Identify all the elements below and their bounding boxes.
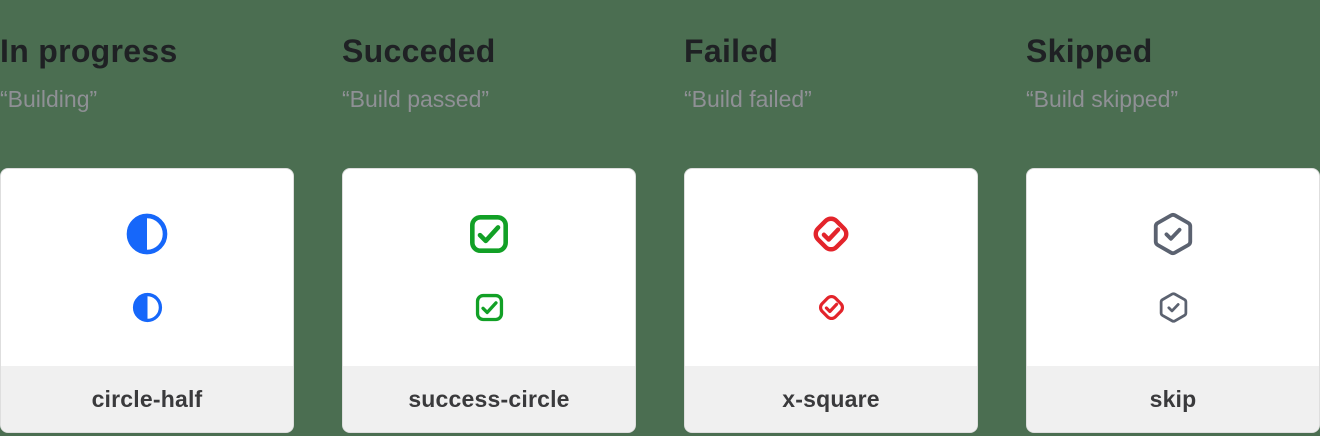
status-title: In progress — [0, 33, 178, 69]
circle-half-icon — [124, 211, 170, 257]
check-diamond-icon — [815, 291, 848, 324]
status-column-succeded: Succeded “Build passed” — [342, 0, 636, 436]
icon-name-bar: circle-half — [1, 366, 293, 432]
status-column-failed: Failed “Build failed” x — [684, 0, 978, 436]
status-quote: “Build failed” — [684, 86, 812, 113]
check-square-icon — [473, 291, 506, 324]
icon-name-label: skip — [1149, 385, 1197, 412]
icon-card: circle-half — [0, 168, 294, 433]
icon-name-bar: skip — [1027, 366, 1319, 432]
icon-card: skip — [1026, 168, 1320, 433]
icon-name-bar: success-circle — [343, 366, 635, 432]
status-quote: “Build skipped” — [1026, 86, 1179, 113]
circle-half-icon — [131, 291, 164, 324]
icon-preview — [1, 169, 293, 366]
check-diamond-icon — [808, 211, 854, 257]
icon-preview — [1027, 169, 1319, 366]
column-header: Succeded “Build passed” — [342, 0, 636, 168]
check-hexagon-icon — [1157, 291, 1190, 324]
icon-name-label: success-circle — [408, 385, 570, 412]
icon-card: x-square — [684, 168, 978, 433]
status-column-skipped: Skipped “Build skipped” — [1026, 0, 1320, 436]
column-header: Failed “Build failed” — [684, 0, 978, 168]
icon-card: success-circle — [342, 168, 636, 433]
check-hexagon-icon — [1150, 211, 1196, 257]
column-header: Skipped “Build skipped” — [1026, 0, 1320, 168]
icon-name-bar: x-square — [685, 366, 977, 432]
icon-preview — [685, 169, 977, 366]
icon-name-label: circle-half — [91, 385, 203, 412]
status-title: Skipped — [1026, 33, 1153, 69]
status-quote: “Building” — [0, 86, 98, 113]
status-title: Succeded — [342, 33, 496, 69]
status-column-in-progress: In progress “Building” — [0, 0, 294, 436]
status-quote: “Build passed” — [342, 86, 490, 113]
icon-name-label: x-square — [782, 385, 880, 412]
icon-preview — [343, 169, 635, 366]
column-header: In progress “Building” — [0, 0, 294, 168]
check-square-icon — [466, 211, 512, 257]
status-title: Failed — [684, 33, 779, 69]
